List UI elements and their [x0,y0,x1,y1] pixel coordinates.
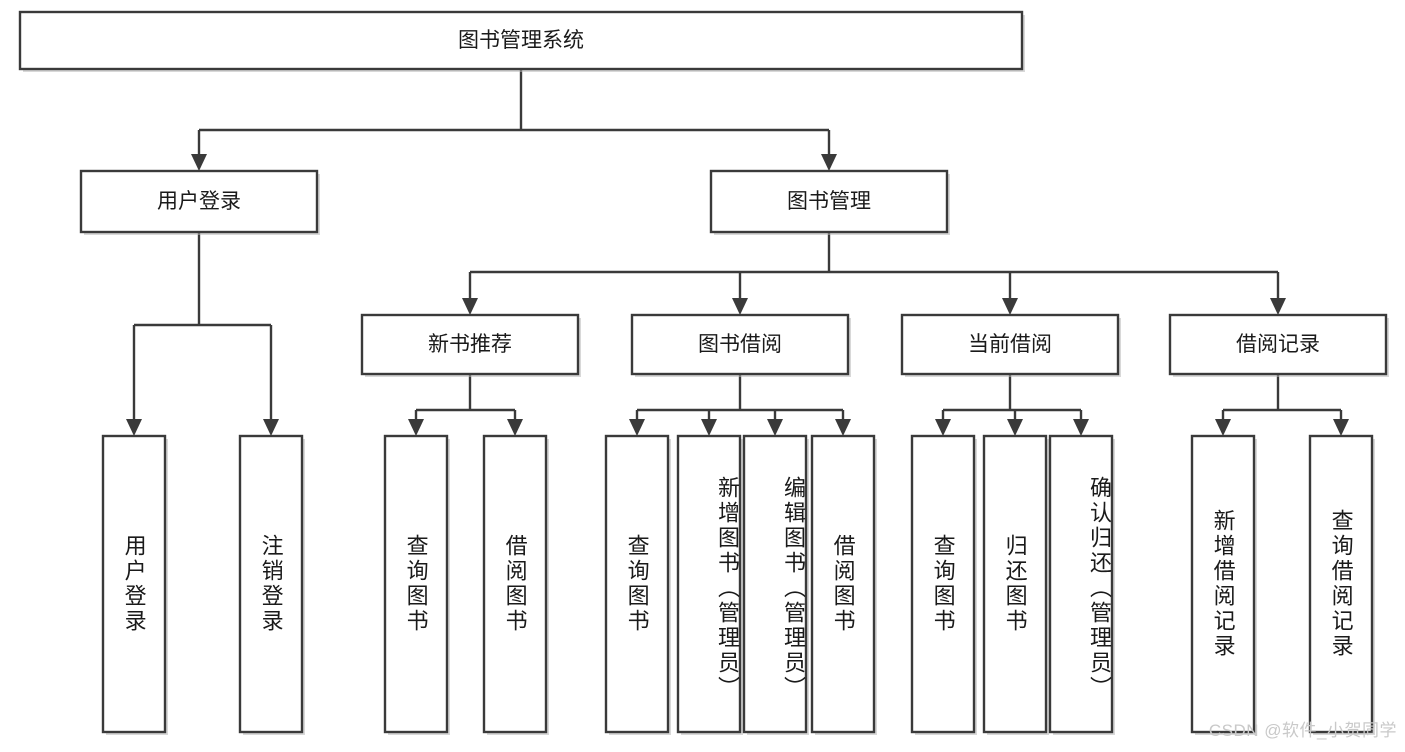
node-label-book-manage: 图书管理 [787,190,871,213]
node-box-root[interactable] [18,10,1024,71]
node-box-leaf-confirm-return[interactable] [1048,434,1114,734]
node-box-user-login[interactable] [79,169,319,234]
node-box-leaf-logout[interactable] [238,434,304,734]
node-box-new-book-rec[interactable] [360,313,580,376]
node-box-leaf-query-record[interactable] [1308,434,1374,734]
node-box-current-borrow[interactable] [900,313,1120,376]
node-box-leaf-edit-book[interactable] [742,434,808,734]
node-boxes [18,10,1389,735]
node-box-leaf-add-book[interactable] [676,434,742,734]
connector-lines [132,69,1343,419]
node-box-leaf-return-book[interactable] [982,434,1048,734]
node-box-leaf-query-book-rec[interactable] [383,434,449,734]
node-label-root: 图书管理系统 [458,29,584,52]
node-box-leaf-borrow-book-rec[interactable] [482,434,548,734]
node-box-borrow-record[interactable] [1168,313,1388,376]
node-label-new-book-rec: 新书推荐 [428,333,512,356]
node-box-leaf-query-book-cb[interactable] [910,434,976,734]
node-box-leaf-query-book-bb[interactable] [604,434,670,734]
node-box-leaf-user-login[interactable] [101,434,167,734]
node-label-book-borrow: 图书借阅 [698,333,782,356]
node-box-book-borrow[interactable] [630,313,850,376]
node-label-borrow-record: 借阅记录 [1236,333,1320,356]
node-box-leaf-add-record[interactable] [1190,434,1256,734]
csdn-watermark: CSDN @软件_小贺同学 [1208,721,1397,740]
node-box-book-manage[interactable] [709,169,949,234]
arrow-heads [126,154,1349,436]
node-label-user-login: 用户登录 [157,190,241,213]
node-box-leaf-borrow-book-bb[interactable] [810,434,876,734]
node-label-current-borrow: 当前借阅 [968,333,1052,356]
